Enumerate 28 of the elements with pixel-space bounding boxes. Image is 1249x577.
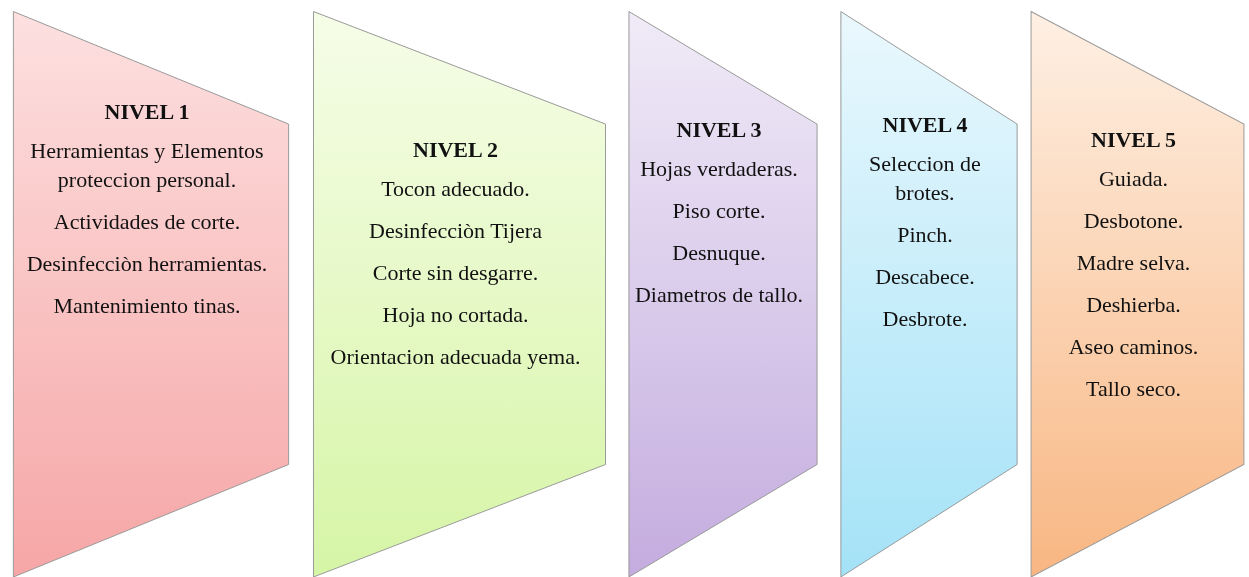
task-item: Mantenimiento tinas. bbox=[53, 292, 241, 320]
task-item: Desbrote. bbox=[882, 305, 968, 333]
task-item: Desnuque. bbox=[672, 239, 766, 267]
task-item: Desinfecciòn herramientas. bbox=[26, 250, 268, 278]
task-item: Aseo caminos. bbox=[1068, 333, 1199, 361]
task-item: Piso corte. bbox=[672, 197, 766, 225]
level-heading: NIVEL 2 bbox=[413, 136, 498, 164]
task-item: Descabece. bbox=[875, 263, 975, 291]
task-item: Madre selva. bbox=[1076, 249, 1191, 277]
task-item: Hojas verdaderas. bbox=[640, 155, 798, 183]
task-item: Desinfecciòn Tijera bbox=[369, 217, 542, 245]
task-item: Orientacion adecuada yema. bbox=[330, 343, 581, 371]
task-item: Guiada. bbox=[1099, 165, 1168, 193]
task-item: Desbotone. bbox=[1083, 207, 1184, 235]
task-item: Pinch. bbox=[897, 221, 953, 249]
task-item: Deshierba. bbox=[1086, 291, 1181, 319]
level-heading: NIVEL 5 bbox=[1091, 126, 1176, 154]
task-item: Tallo seco. bbox=[1086, 375, 1181, 403]
task-item: Tocon adecuado. bbox=[381, 175, 530, 203]
level-heading: NIVEL 4 bbox=[882, 111, 968, 139]
task-item: Seleccion de brotes. bbox=[868, 150, 982, 207]
task-item: Hoja no cortada. bbox=[382, 301, 529, 329]
task-item: Diametros de tallo. bbox=[635, 281, 803, 309]
task-item: Corte sin desgarre. bbox=[372, 259, 539, 287]
task-item: Actividades de corte. bbox=[53, 208, 241, 236]
level-heading: NIVEL 1 bbox=[104, 98, 190, 126]
level-heading: NIVEL 3 bbox=[676, 116, 762, 144]
task-item: Herramientas y Elementos proteccion personal. bbox=[29, 137, 265, 194]
